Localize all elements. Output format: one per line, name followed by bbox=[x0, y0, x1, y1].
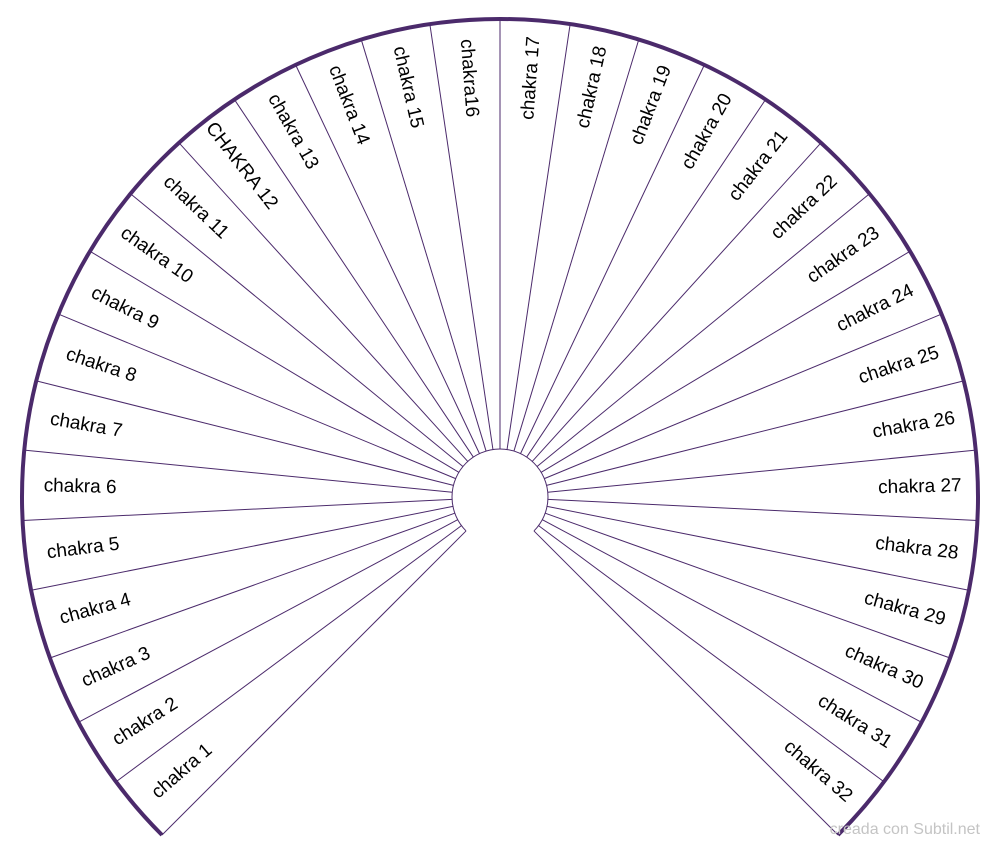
segment-label: chakra 32 bbox=[780, 736, 857, 806]
segment-label: chakra 31 bbox=[814, 691, 896, 753]
segment-label: chakra 7 bbox=[48, 409, 123, 442]
segment-label: chakra 9 bbox=[88, 282, 163, 334]
divider-line bbox=[536, 193, 870, 467]
segment-label: chakra 15 bbox=[389, 44, 428, 130]
segment-label: chakra 17 bbox=[517, 36, 544, 121]
segment-label: chakra 10 bbox=[116, 223, 196, 288]
segment-label: chakra 8 bbox=[63, 344, 139, 387]
divider-line bbox=[49, 512, 455, 659]
segment-label: chakra 24 bbox=[833, 280, 917, 336]
segment-label: chakra 11 bbox=[159, 172, 233, 244]
outer-arc bbox=[20, 17, 980, 837]
divider-line bbox=[429, 24, 494, 450]
segment-label: chakra 21 bbox=[724, 127, 792, 206]
segment-label: chakra 27 bbox=[878, 475, 962, 498]
segment-label: chakra 6 bbox=[43, 475, 116, 498]
segment-label: chakra 4 bbox=[57, 589, 133, 629]
divider-line bbox=[533, 530, 839, 836]
divider-line bbox=[295, 64, 480, 454]
divider-line bbox=[538, 525, 885, 783]
segment-label: chakra 14 bbox=[324, 62, 374, 148]
divider-line bbox=[506, 24, 571, 450]
segment-label: chakra 5 bbox=[46, 534, 121, 564]
divider-line bbox=[526, 99, 766, 458]
divider-line bbox=[544, 313, 942, 480]
segment-label: chakra 19 bbox=[626, 62, 676, 147]
segment-label: chakra 23 bbox=[803, 223, 883, 288]
credit-text: creada con Subtil.net bbox=[829, 821, 980, 838]
divider-line bbox=[547, 449, 976, 493]
divider-line bbox=[31, 505, 454, 591]
segment-label: chakra 22 bbox=[767, 171, 842, 244]
divider-line bbox=[545, 512, 951, 659]
segment-label: chakra 25 bbox=[856, 342, 942, 388]
inner-arc bbox=[451, 448, 549, 532]
segment-label: chakra 28 bbox=[874, 533, 959, 564]
divider-line bbox=[520, 64, 705, 454]
divider-line bbox=[36, 380, 454, 486]
divider-line bbox=[546, 380, 964, 486]
divider-line bbox=[161, 530, 467, 836]
divider-line bbox=[22, 498, 453, 521]
divider-line bbox=[542, 519, 922, 723]
divider-line bbox=[78, 519, 458, 723]
divider-line bbox=[540, 250, 911, 473]
divider-line bbox=[115, 525, 462, 783]
segment-label: chakra 1 bbox=[148, 740, 217, 804]
segment-label: chakra 30 bbox=[842, 641, 927, 694]
segment-label: chakra 18 bbox=[573, 44, 612, 130]
divider-line bbox=[531, 142, 822, 462]
radial-lines bbox=[22, 19, 978, 836]
divider-line bbox=[89, 250, 460, 473]
divider-line bbox=[24, 449, 453, 493]
divider-line bbox=[58, 313, 456, 480]
segment-label: chakra 26 bbox=[871, 408, 957, 443]
segment-label: chakra 3 bbox=[78, 643, 153, 692]
segment-label: chakra16 bbox=[456, 38, 483, 118]
segment-label: CHAKRA 12 bbox=[201, 118, 282, 213]
divider-line bbox=[546, 505, 969, 591]
divider-line bbox=[547, 498, 978, 521]
divider-line bbox=[513, 39, 640, 452]
segment-label: chakra 29 bbox=[862, 588, 948, 630]
divider-line bbox=[360, 39, 487, 452]
divider-line bbox=[130, 193, 464, 467]
divider-line bbox=[178, 142, 469, 462]
divider-line bbox=[234, 99, 474, 458]
